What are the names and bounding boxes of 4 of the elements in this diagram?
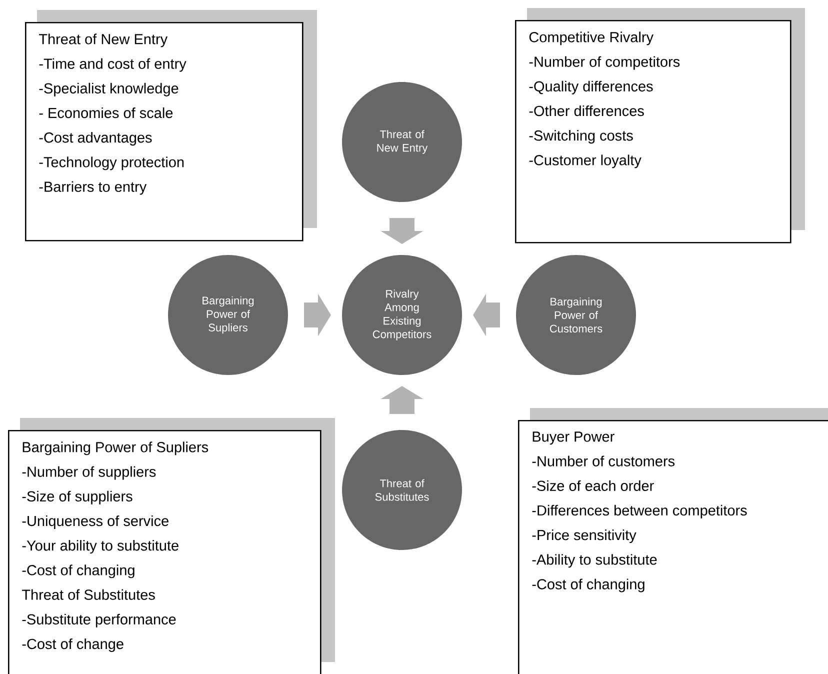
text-box: Threat of New Entry -Time and cost of entry -Specialist knowledge - Economies of scale -Cost advantages -Technology protection -Barriers to entry [25,10,317,242]
text-box: Competitive Rivalry -Number of competitors -Quality differences -Other differences -Switching costs -Customer loyalty [515,8,805,244]
text-box: Buyer Power -Number of customers -Size of each order -Differences between competitors -Price sensitivity -Ability to substitute -Cost of changing [518,408,828,674]
text-box: Bargaining Power of Supliers -Number of suppliers -Size of suppliers -Uniqueness of service -Your ability to substitute -Cost of changing Threat of Substitutes -Substitute performance -Cost of change [8,418,335,674]
